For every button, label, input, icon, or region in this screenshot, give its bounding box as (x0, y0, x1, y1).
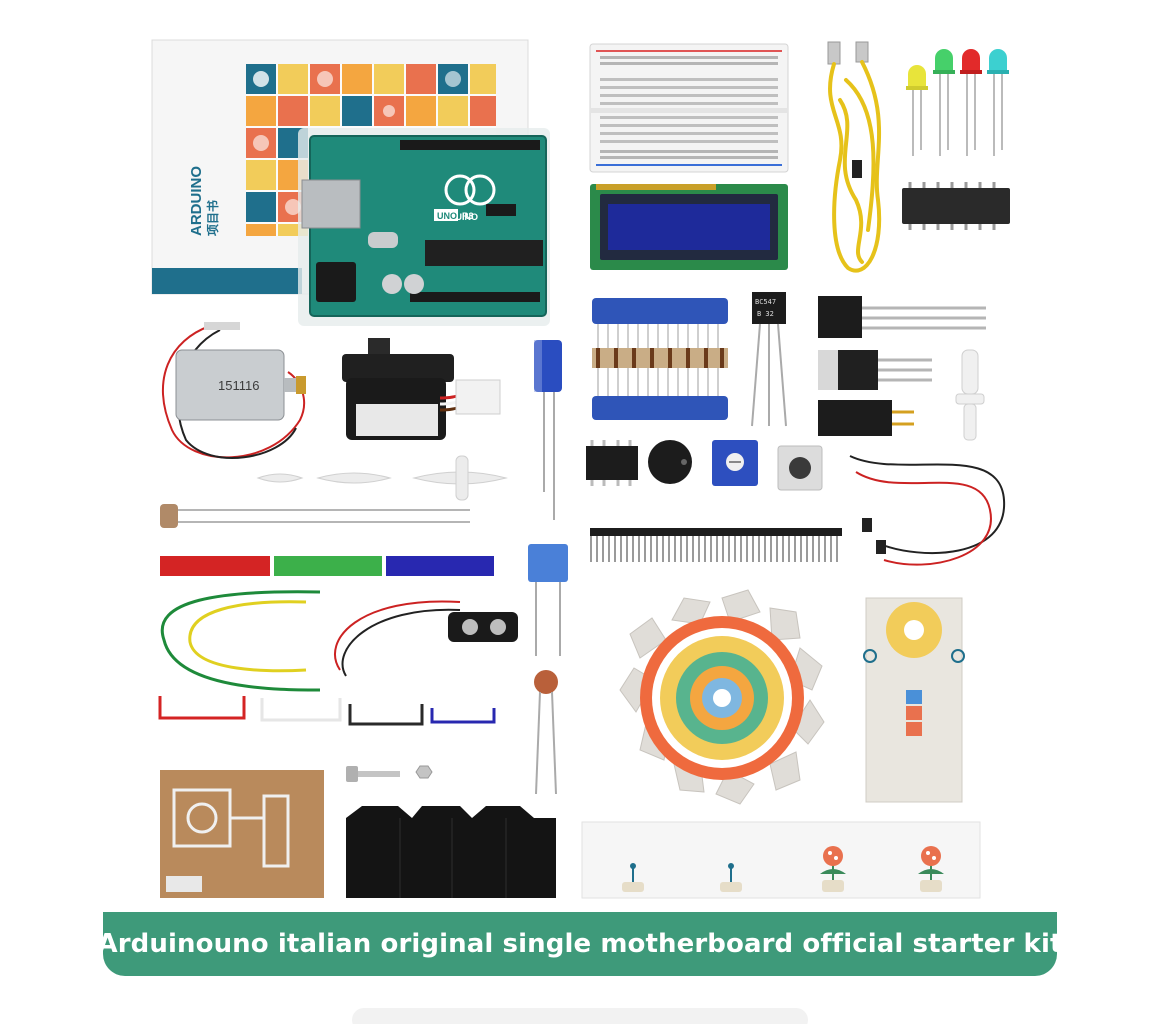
servo-motor (342, 338, 501, 440)
board-revision: R3 (462, 211, 474, 221)
mosfet (818, 350, 932, 390)
arduino-uno-board: ARDUINO UNO R3 (298, 128, 550, 326)
led-red-icon (960, 49, 982, 156)
caption-banner: Arduinouno italian original single mothe… (98, 912, 1062, 976)
led-green-icon (933, 49, 955, 156)
breadboard (589, 43, 789, 173)
flower-icon (820, 846, 846, 892)
usb-cable (827, 41, 882, 273)
pin-header-strip (590, 528, 842, 562)
book-brand: ARDUINO (188, 166, 205, 236)
black-cardboard-box (346, 806, 556, 898)
servo-horns (256, 455, 508, 501)
pcb-board (160, 770, 324, 898)
lcd-display (590, 184, 788, 270)
plastic-standoff (955, 349, 985, 441)
paper-scene-strip (581, 821, 981, 899)
optocoupler (586, 440, 638, 486)
ic-chip (902, 182, 1010, 230)
voltage-regulator (818, 296, 986, 338)
resistor-pack (592, 298, 728, 420)
piezo-buzzer (648, 440, 692, 484)
jumper-wires (849, 455, 1006, 566)
potentiometer (712, 440, 758, 486)
caption-text: Arduinouno italian original single mothe… (97, 929, 1063, 959)
screw-and-nut (346, 765, 433, 782)
paper-card (863, 597, 965, 803)
battery-clip (334, 600, 518, 677)
color-filter-gels (160, 556, 494, 576)
leds (906, 49, 1009, 156)
push-button (777, 445, 823, 491)
board-model: UNO (437, 211, 457, 221)
flag-icon (622, 863, 644, 892)
flag-icon (720, 863, 742, 892)
transistor-marking: BC547 (755, 298, 776, 306)
dc-motor: 151116 (162, 322, 306, 459)
bottom-pill (352, 1008, 808, 1024)
ceramic-capacitor (534, 670, 558, 795)
film-capacitor (528, 544, 568, 656)
led-yellow-icon (906, 65, 928, 156)
transistor-bc547: BC547 B 32 (751, 292, 787, 427)
book-subtitle: 项目书 (205, 200, 220, 236)
header-connector (818, 400, 914, 436)
photoresistor (160, 504, 470, 528)
led-cyan-icon (987, 49, 1009, 156)
cardboard-pinwheel (619, 589, 825, 805)
transistor-marking-2: B 32 (757, 310, 774, 318)
solid-core-wires (158, 590, 496, 726)
motor-marking: 151116 (218, 378, 259, 393)
electrolytic-capacitor (534, 340, 562, 520)
flower-icon (918, 846, 944, 892)
